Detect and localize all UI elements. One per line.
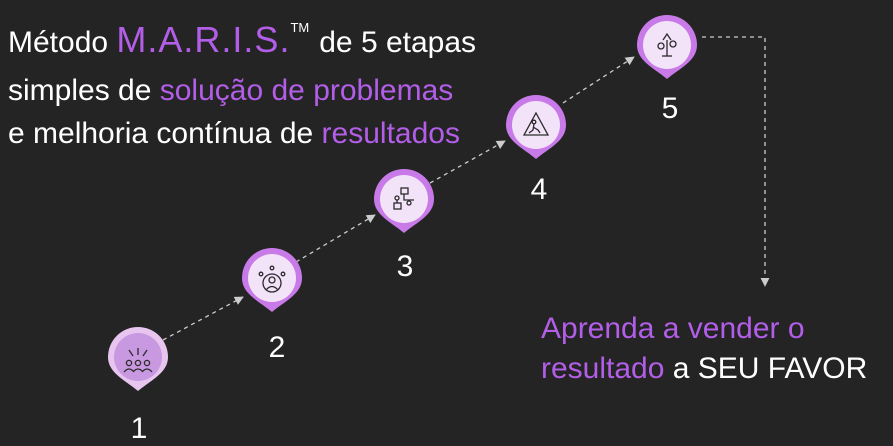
- step-pin-inner: [114, 333, 162, 381]
- headline-line-3: e melhoria contínua de resultados: [8, 112, 476, 155]
- cta-accent: resultado: [541, 352, 665, 385]
- step-2: 2: [242, 248, 302, 364]
- brand-name: M.A.R.I.S.: [116, 19, 291, 60]
- connector-arrow: [562, 56, 635, 104]
- person-network-icon: [258, 265, 286, 293]
- headline-text: e melhoria contínua de: [8, 117, 314, 150]
- step-number: 4: [531, 173, 548, 206]
- headline-text: simples de: [8, 74, 152, 107]
- headline-text: Método: [8, 26, 109, 59]
- cta-line-1: Aprenda a vender o: [541, 312, 805, 345]
- process-flow-icon: [393, 187, 414, 210]
- step-1: 1: [108, 327, 168, 445]
- warning-sign-icon: [522, 111, 550, 136]
- connector-to-cta: [702, 36, 770, 287]
- step-number: 2: [269, 331, 286, 364]
- headline-line-1: Método M.A.R.I.S.TM de 5 etapas: [8, 18, 476, 69]
- call-to-action: Aprenda a vender o resultado a SEU FAVOR: [541, 309, 867, 389]
- step-3: 3: [374, 169, 434, 283]
- step-number: 3: [397, 250, 414, 283]
- connector-arrow: [162, 296, 244, 341]
- headline-accent: resultados: [321, 117, 460, 150]
- connectors: [162, 36, 770, 341]
- step-4: 4: [506, 95, 566, 206]
- people-ideas-icon: [123, 348, 153, 373]
- headline-accent: solução de problemas: [159, 74, 454, 107]
- step-5: 5: [637, 15, 697, 125]
- growth-tree-icon: [657, 32, 677, 57]
- headline-text: de 5 etapas: [319, 26, 477, 59]
- cta-line-2: resultado a SEU FAVOR: [541, 349, 867, 389]
- step-number: 5: [662, 92, 679, 125]
- headline-line-2: simples de solução de problemas: [8, 69, 476, 112]
- headline: Método M.A.R.I.S.TM de 5 etapas simples d…: [8, 18, 476, 155]
- step-pin-inner: [512, 101, 560, 149]
- connector-arrow: [429, 140, 506, 184]
- connector-arrow: [295, 214, 376, 263]
- step-number: 1: [131, 412, 148, 445]
- cta-text: a SEU FAVOR: [672, 352, 868, 385]
- trademark-mark: TM: [290, 20, 310, 35]
- step-pin-inner: [248, 254, 296, 302]
